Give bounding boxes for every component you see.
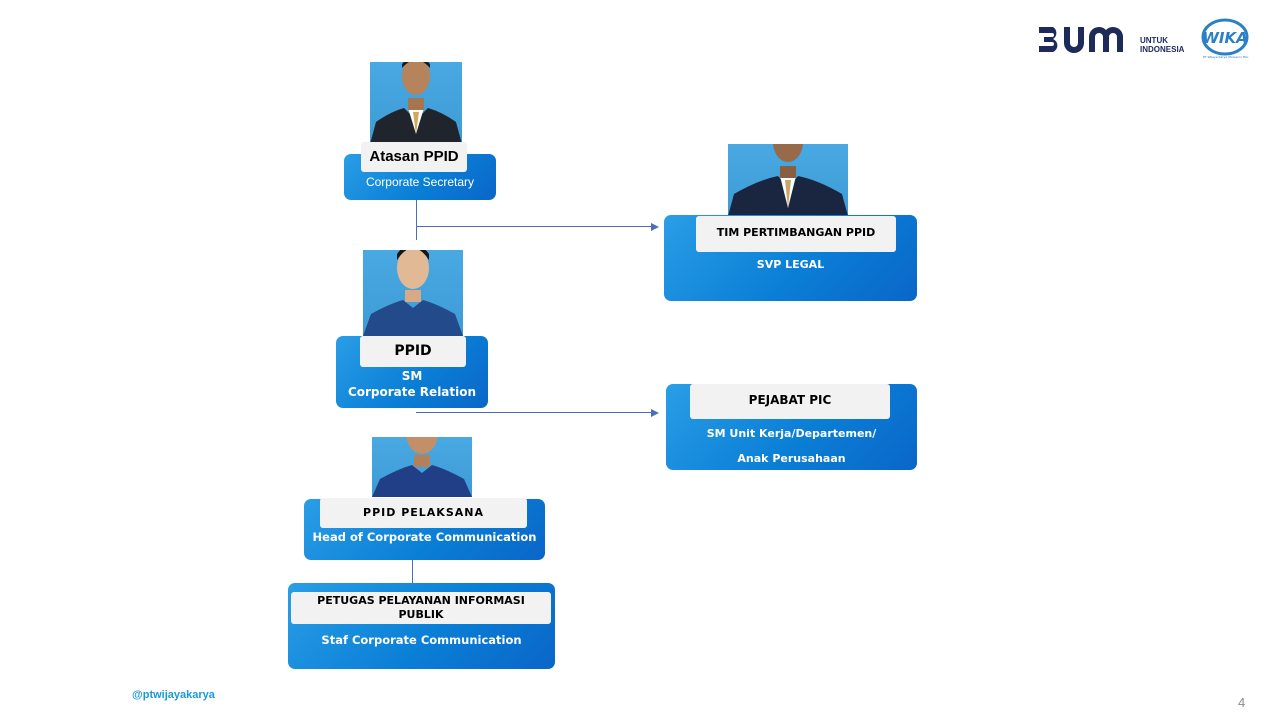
node-petugas-title-2: PUBLIK [398, 608, 444, 621]
node-petugas-title: PETUGAS PELAYANAN INFORMASI PUBLIK [291, 592, 551, 624]
node-atasan-ppid: Atasan PPID Corporate Secretary [344, 142, 496, 200]
node-pejabat-subtitle-2: Anak Perusahaan [737, 452, 846, 465]
photo-atasan [370, 62, 462, 144]
arrow-to-pejabat [651, 409, 659, 417]
node-pejabat-title: PEJABAT PIC [690, 384, 890, 419]
page-number: 4 [1238, 695, 1246, 710]
arrow-to-tim [651, 223, 659, 231]
node-petugas-pelayanan: PETUGAS PELAYANAN INFORMASI PUBLIK Staf … [288, 583, 555, 669]
bumn-logo [1039, 26, 1123, 53]
node-petugas-title-1: PETUGAS PELAYANAN INFORMASI [317, 594, 525, 607]
node-pelaksana-subtitle: Head of Corporate Communication [312, 530, 537, 544]
node-pejabat-pic: PEJABAT PIC SM Unit Kerja/Departemen/ An… [666, 384, 917, 470]
wika-caption: PT Wijaya Karya (Persero) Tbk. [1202, 55, 1250, 59]
node-pelaksana-title: PPID PELAKSANA [320, 498, 527, 528]
wika-logo: WIKA [1201, 18, 1249, 56]
bumn-tagline: UNTUK INDONESIA [1140, 36, 1184, 54]
node-tim-subtitle: SVP LEGAL [756, 258, 825, 271]
connector-to-pejabat [416, 412, 652, 413]
wika-wordmark: WIKA [1202, 29, 1247, 47]
connector-atasan-ppid [416, 200, 417, 240]
social-handle: @ptwijayakarya [132, 689, 215, 701]
bumn-tagline-1: UNTUK [1140, 36, 1168, 45]
node-pejabat-subtitle-1: SM Unit Kerja/Departemen/ [706, 427, 877, 440]
photo-tim [728, 144, 848, 216]
photo-pelaksana [372, 437, 472, 497]
bumn-tagline-2: INDONESIA [1140, 45, 1185, 54]
node-ppid-title: PPID [360, 336, 466, 367]
node-ppid-subtitle-1: SM [401, 369, 423, 383]
node-atasan-title: Atasan PPID [361, 142, 467, 172]
node-tim-pertimbangan: TIM PERTIMBANGAN PPID SVP LEGAL [664, 215, 917, 301]
node-ppid: PPID SM Corporate Relation [336, 336, 488, 408]
photo-ppid [363, 250, 463, 336]
connector-to-tim [416, 226, 652, 227]
node-ppid-subtitle-2: Corporate Relation [347, 385, 477, 399]
connector-pelaksana-petugas [412, 560, 413, 584]
node-ppid-pelaksana: PPID PELAKSANA Head of Corporate Communi… [304, 498, 545, 560]
node-petugas-subtitle: Staf Corporate Communication [321, 633, 522, 647]
node-atasan-subtitle: Corporate Secretary [365, 175, 475, 189]
node-tim-title: TIM PERTIMBANGAN PPID [696, 216, 896, 252]
